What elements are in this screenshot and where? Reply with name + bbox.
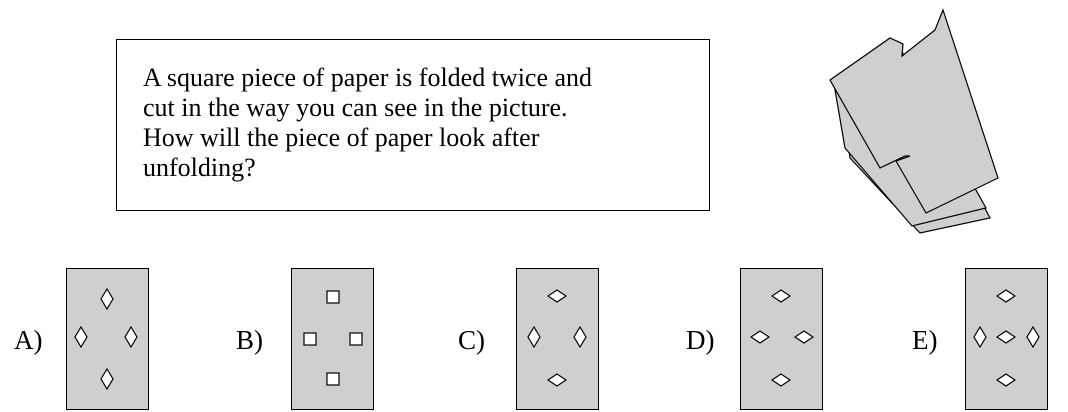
hole-center [996, 330, 1016, 344]
unfolded-paper [965, 268, 1048, 410]
option-label: C) [458, 324, 485, 355]
option-label: E) [912, 324, 938, 355]
hole-left [973, 326, 987, 348]
unfolded-paper [740, 268, 823, 410]
hole-bottom [771, 373, 791, 387]
hole-left [303, 332, 317, 346]
unfolded-paper [516, 268, 599, 410]
hole-right [349, 332, 363, 346]
hole-bottom [100, 368, 114, 390]
hole-right [573, 326, 587, 348]
hole-top [547, 289, 567, 303]
hole-top [771, 289, 791, 303]
hole-top [326, 290, 340, 304]
hole-bottom [996, 373, 1016, 387]
hole-left [74, 326, 88, 348]
question-box: A square piece of paper is folded twice … [116, 39, 710, 211]
hole-top [100, 288, 114, 310]
question-text: A square piece of paper is folded twice … [143, 63, 593, 182]
hole-right [794, 330, 814, 344]
paper-layer-front [829, 8, 999, 214]
option-label: A) [14, 324, 43, 355]
hole-right [1026, 326, 1040, 348]
option-label: B) [236, 324, 263, 355]
hole-top [996, 289, 1016, 303]
hole-left [527, 326, 541, 348]
unfolded-paper [291, 268, 374, 410]
option-label: D) [686, 324, 715, 355]
hole-left [750, 330, 770, 344]
hole-bottom [547, 373, 567, 387]
hole-bottom [326, 372, 340, 386]
folded-paper-illustration [829, 8, 999, 234]
hole-right [124, 326, 138, 348]
unfolded-paper [66, 268, 149, 410]
